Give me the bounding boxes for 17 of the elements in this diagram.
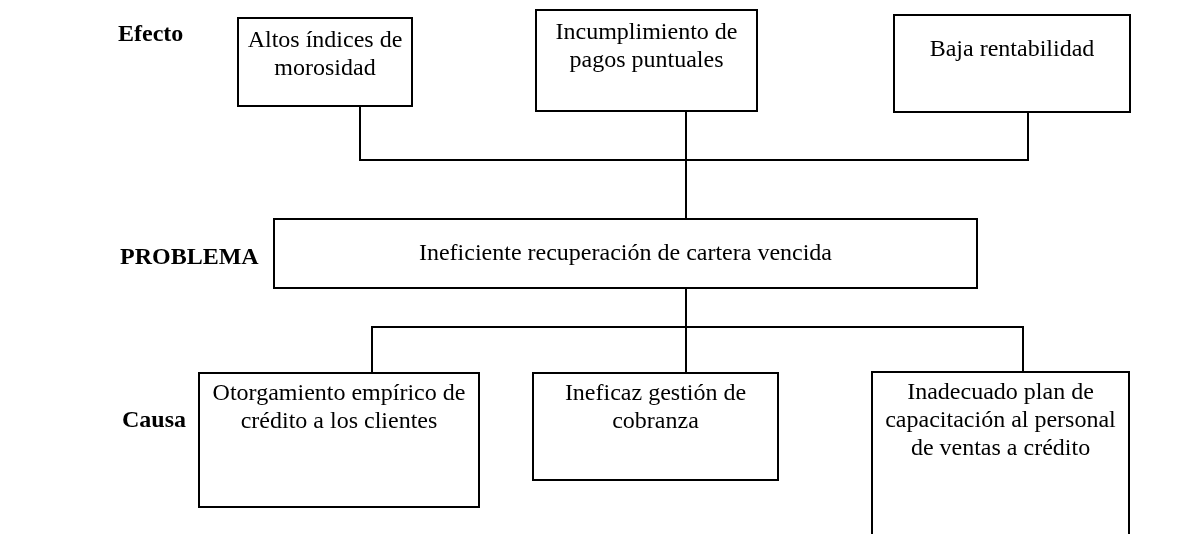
process-box [237, 17, 413, 107]
process-box [535, 9, 758, 112]
node-text: Inadecuado plan de capacitación al personal de ventas a crédito [884, 377, 1117, 461]
process-box [893, 14, 1131, 113]
node-text: Ineficaz gestión de cobranza [563, 378, 748, 434]
node-text: Ineficiente recuperación de cartera vencida [418, 238, 833, 266]
process-box [532, 372, 779, 481]
process-box [198, 372, 480, 508]
node-text: Incumplimiento de pagos puntuales [554, 17, 739, 73]
process-box [871, 371, 1130, 534]
node-text: Baja rentabilidad [929, 34, 1095, 62]
row-label: PROBLEMA [120, 243, 259, 270]
row-label: Causa [122, 406, 187, 433]
node-text: Altos índices de morosidad [246, 25, 404, 81]
problem-box [273, 218, 978, 289]
row-label: Efecto [118, 20, 184, 47]
node-text: Otorgamiento empírico de crédito a los clientes [211, 378, 467, 434]
